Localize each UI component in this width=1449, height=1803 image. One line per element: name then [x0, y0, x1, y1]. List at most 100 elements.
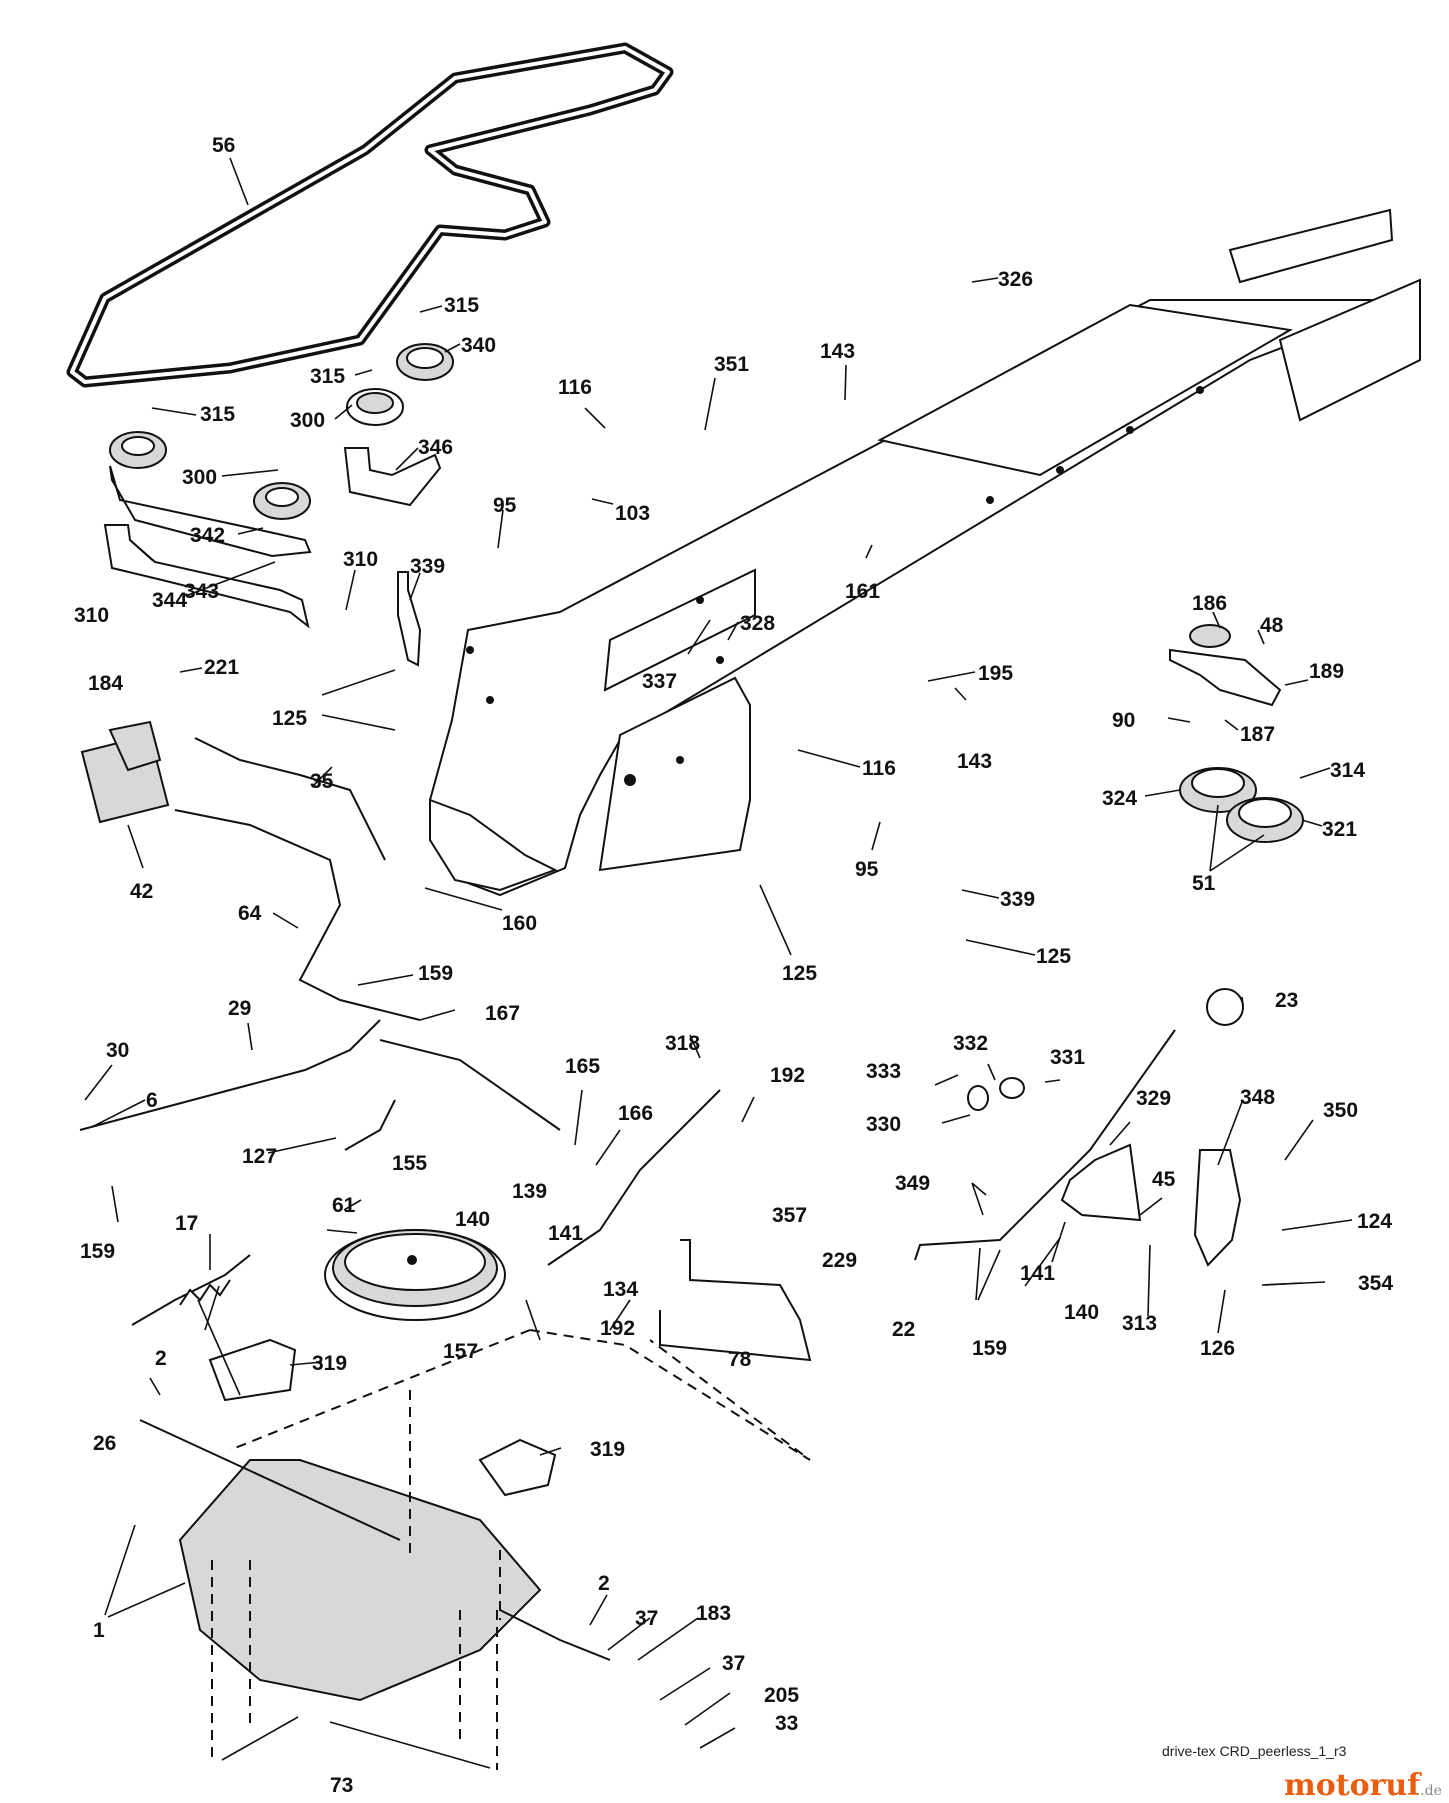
callout-339: 339	[410, 555, 445, 578]
callout-42: 42	[130, 880, 153, 903]
callout-318: 318	[665, 1032, 700, 1055]
callout-315: 315	[444, 294, 479, 317]
callout-95: 95	[493, 494, 517, 517]
callout-29: 29	[228, 997, 251, 1020]
callout-205: 205	[764, 1684, 799, 1707]
callout-116: 116	[558, 376, 592, 399]
callout-342: 342	[190, 524, 225, 547]
callout-labels: 56 315 340 315 300 315 300 342 346 343 3…	[74, 134, 1393, 1797]
callout-139: 139	[512, 1180, 547, 1203]
callout-73: 73	[330, 1774, 353, 1797]
callout-332: 332	[953, 1032, 988, 1055]
callout-140: 140	[1064, 1301, 1099, 1324]
callout-329: 329	[1136, 1087, 1171, 1110]
callout-143: 143	[820, 340, 855, 363]
callout-195: 195	[978, 662, 1013, 685]
callout-143: 143	[957, 750, 992, 773]
extension-spring	[131, 1254, 251, 1326]
diagram-code: drive-tex CRD_peerless_1_r3	[1162, 1743, 1347, 1759]
callout-186: 186	[1192, 592, 1227, 615]
callout-349: 349	[895, 1172, 930, 1195]
callout-116: 116	[862, 757, 896, 780]
callout-344: 344	[152, 589, 187, 612]
callout-141: 141	[548, 1222, 583, 1245]
callout-343: 343	[184, 580, 219, 603]
callout-22: 22	[892, 1318, 915, 1341]
callout-348: 348	[1240, 1086, 1275, 1109]
callout-125: 125	[1036, 945, 1071, 968]
callout-189: 189	[1309, 660, 1344, 683]
callout-315: 315	[310, 365, 345, 388]
watermark-logo: motoruf.de	[1284, 1768, 1442, 1803]
callout-141: 141	[1020, 1262, 1055, 1285]
callout-161: 161	[845, 580, 880, 603]
callout-127: 127	[242, 1145, 277, 1168]
callout-23: 23	[1275, 989, 1298, 1012]
callout-221: 221	[204, 656, 239, 679]
shift-rods	[79, 737, 1176, 1362]
callout-103: 103	[615, 502, 650, 525]
callout-321: 321	[1322, 818, 1357, 841]
callout-187: 187	[1240, 723, 1275, 746]
callout-33: 33	[775, 1712, 798, 1735]
callout-45: 45	[1152, 1168, 1176, 1191]
callout-51: 51	[1192, 872, 1216, 895]
clutch-brackets	[967, 988, 1244, 1267]
callout-140: 140	[455, 1208, 490, 1231]
callout-166: 166	[618, 1102, 653, 1125]
callout-125: 125	[782, 962, 817, 985]
callout-95: 95	[855, 858, 879, 881]
callout-328: 328	[740, 612, 775, 635]
watermark-name: motoruf	[1284, 1768, 1421, 1803]
callout-56: 56	[212, 134, 235, 157]
callout-61: 61	[332, 1194, 356, 1217]
callout-229: 229	[822, 1249, 857, 1272]
callout-319: 319	[590, 1438, 625, 1461]
callout-48: 48	[1260, 614, 1284, 637]
callout-26: 26	[93, 1432, 116, 1455]
callout-165: 165	[565, 1055, 600, 1078]
callout-160: 160	[502, 912, 537, 935]
idler-brackets	[103, 447, 442, 667]
idler-pulley-upper	[109, 343, 454, 520]
callout-310: 310	[343, 548, 378, 571]
shift-knob	[80, 720, 170, 824]
callout-64: 64	[238, 902, 262, 925]
callout-159: 159	[972, 1337, 1007, 1360]
callout-157: 157	[443, 1340, 478, 1363]
callout-313: 313	[1122, 1312, 1157, 1335]
transaxle	[139, 1338, 611, 1702]
callout-192: 192	[770, 1064, 805, 1087]
callout-17: 17	[175, 1212, 198, 1235]
callout-184: 184	[88, 672, 123, 695]
callout-331: 331	[1050, 1046, 1085, 1069]
callout-330: 330	[866, 1113, 901, 1136]
callout-37: 37	[722, 1652, 745, 1675]
callout-183: 183	[696, 1602, 731, 1625]
callout-326: 326	[998, 268, 1033, 291]
drive-belt	[66, 42, 674, 388]
callout-339: 339	[1000, 888, 1035, 911]
tractor-frame	[429, 208, 1421, 897]
callout-300: 300	[290, 409, 325, 432]
callout-350: 350	[1323, 1099, 1358, 1122]
callout-300: 300	[182, 466, 217, 489]
callout-354: 354	[1358, 1272, 1393, 1295]
callout-126: 126	[1200, 1337, 1235, 1360]
callout-324: 324	[1102, 787, 1137, 810]
callout-337: 337	[642, 670, 677, 693]
callout-125: 125	[272, 707, 307, 730]
callout-2: 2	[155, 1347, 167, 1370]
callout-159: 159	[418, 962, 453, 985]
callout-1: 1	[93, 1619, 105, 1642]
watermark-tld: .de	[1420, 1783, 1442, 1799]
callout-2: 2	[598, 1572, 610, 1595]
callout-155: 155	[392, 1152, 427, 1175]
callout-159: 159	[80, 1240, 115, 1263]
callout-90: 90	[1112, 709, 1135, 732]
callout-30: 30	[106, 1039, 129, 1062]
leader-lines	[84, 157, 1353, 1769]
callout-78: 78	[728, 1348, 752, 1371]
callout-314: 314	[1330, 759, 1365, 782]
callout-333: 333	[866, 1060, 901, 1083]
